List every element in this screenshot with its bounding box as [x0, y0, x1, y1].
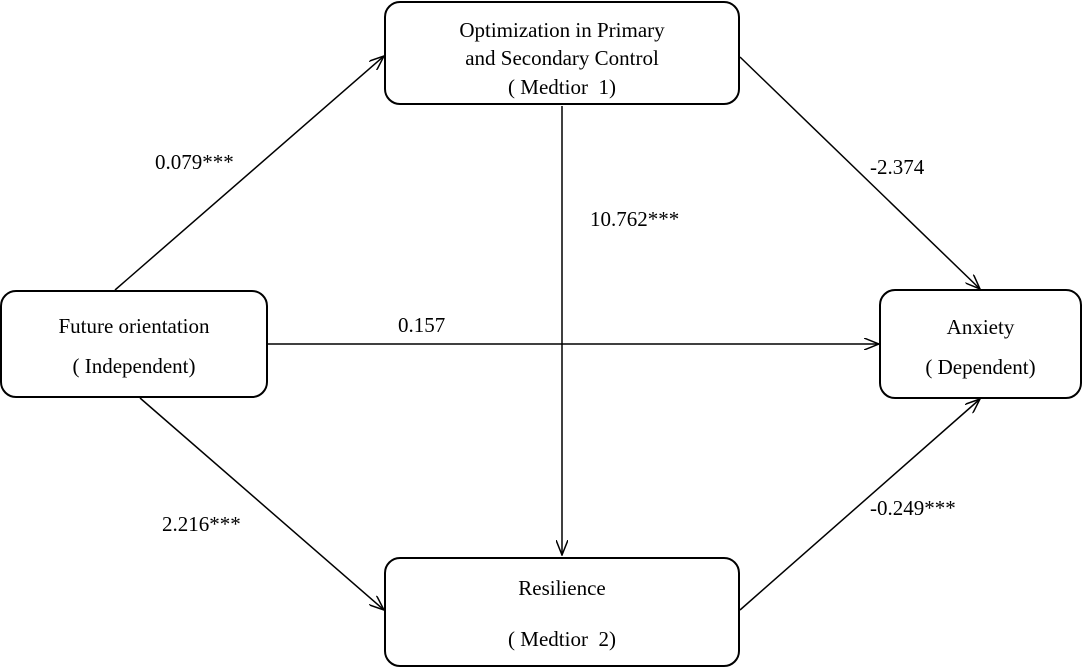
- edge-label-independent-to-mediator1: 0.079***: [155, 150, 234, 174]
- mediator1-box: Optimization in Primary and Secondary Co…: [384, 1, 740, 105]
- independent-line-2: ( Independent): [72, 354, 196, 378]
- mediator2-line-2: ( Medtior 2): [508, 627, 616, 651]
- edge-label-mediator1-to-mediator2: 10.762***: [590, 207, 680, 231]
- arrow-independent-to-mediator2: [139, 397, 384, 610]
- dependent-box: Anxiety ( Dependent): [879, 289, 1082, 399]
- mediator1-line-1: Optimization in Primary: [459, 18, 665, 42]
- edge-label-independent-to-dependent: 0.157: [398, 313, 446, 337]
- edge-label-mediator2-to-dependent: -0.249***: [870, 496, 956, 520]
- mediator1-line-2: and Secondary Control: [465, 46, 659, 70]
- mediator2-line-1: Resilience: [518, 576, 606, 600]
- mediator1-line-3: ( Medtior 1): [508, 75, 616, 99]
- dependent-line-1: Anxiety: [946, 315, 1015, 339]
- mediator2-box: Resilience ( Medtior 2): [384, 557, 740, 667]
- arrow-independent-to-mediator1: [114, 56, 384, 291]
- edge-label-mediator1-to-dependent: -2.374: [870, 155, 925, 179]
- independent-box: Future orientation ( Independent): [0, 290, 268, 398]
- edge-label-independent-to-mediator2: 2.216***: [162, 512, 241, 536]
- arrow-mediator1-to-dependent: [739, 56, 980, 289]
- arrow-mediator2-to-dependent: [739, 399, 980, 611]
- independent-line-1: Future orientation: [58, 314, 210, 338]
- dependent-line-2: ( Dependent): [925, 355, 1036, 379]
